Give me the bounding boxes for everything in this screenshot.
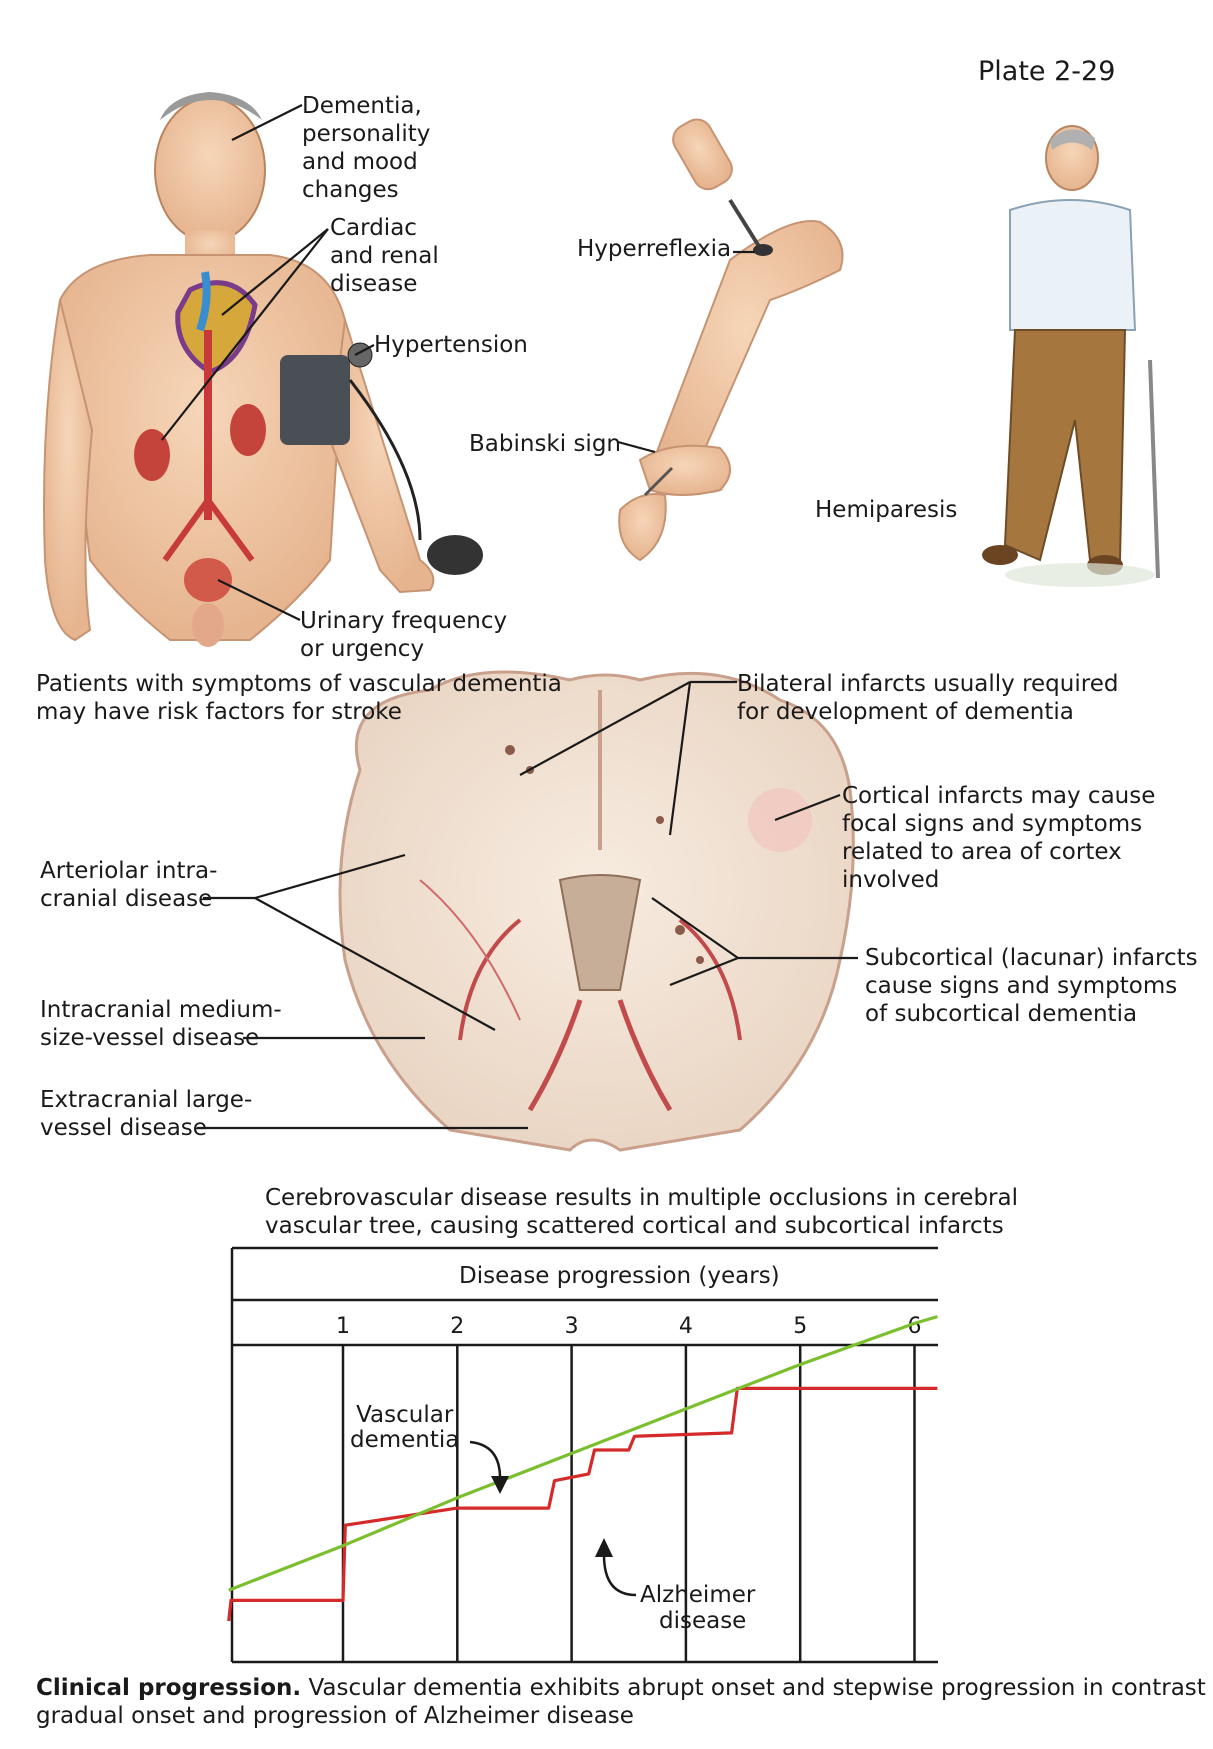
brain-section xyxy=(338,670,855,1152)
label-cardiac-renal: Cardiac and renal disease xyxy=(330,215,439,297)
arrow-alzheimer-head xyxy=(595,1538,613,1557)
caption-risk-factors: Patients with symptoms of vascular demen… xyxy=(36,671,562,725)
annotation-alzheimer: Alzheimer disease xyxy=(640,1582,756,1634)
tick-label-5: 5 xyxy=(793,1314,807,1339)
tick-label-3: 3 xyxy=(565,1314,579,1339)
leg-reflex-illustration xyxy=(618,118,844,562)
label-dementia: Dementia, personality and mood changes xyxy=(302,93,431,203)
label-arteriolar: Arteriolar intra- cranial disease xyxy=(40,858,218,912)
tick-label-4: 4 xyxy=(679,1314,693,1339)
leader-lines xyxy=(161,104,858,1130)
arrow-alzheimer-shaft xyxy=(602,1554,637,1597)
tick-label-1: 1 xyxy=(336,1314,350,1339)
label-medium-vessel: Intracranial medium- size-vessel disease xyxy=(40,997,282,1051)
footer-caption: Clinical progression. Vascular dementia … xyxy=(36,1675,1213,1729)
label-large-vessel: Extracranial large- vessel disease xyxy=(40,1087,253,1141)
tick-label-6: 6 xyxy=(908,1314,922,1339)
label-hemiparesis: Hemiparesis xyxy=(815,497,958,523)
annotation-vascular: Vascular dementia xyxy=(350,1402,460,1453)
footer-bold: Clinical progression. xyxy=(36,1675,302,1701)
label-hypertension: Hypertension xyxy=(374,332,528,358)
label-bilateral: Bilateral infarcts usually required for … xyxy=(737,671,1119,725)
series-line-alzheimer xyxy=(228,1315,938,1592)
tick-label-2: 2 xyxy=(450,1314,464,1339)
arrow-vascular-shaft xyxy=(469,1440,502,1479)
label-cortical: Cortical infarcts may cause focal signs … xyxy=(842,783,1156,893)
caption-cerebrovascular: Cerebrovascular disease results in multi… xyxy=(265,1185,1018,1239)
label-urinary: Urinary frequency or urgency xyxy=(300,608,508,662)
label-babinski: Babinski sign xyxy=(469,431,621,457)
plate-number: Plate 2-29 xyxy=(978,56,1116,87)
label-hyperreflexia: Hyperreflexia xyxy=(577,236,732,262)
series-line-vascular xyxy=(227,1386,938,1622)
patient-figure xyxy=(43,92,483,647)
label-subcortical: Subcortical (lacunar) infarcts cause sig… xyxy=(865,945,1198,1027)
arrow-vascular-head xyxy=(491,1476,509,1494)
hemiparesis-figure xyxy=(982,125,1160,587)
